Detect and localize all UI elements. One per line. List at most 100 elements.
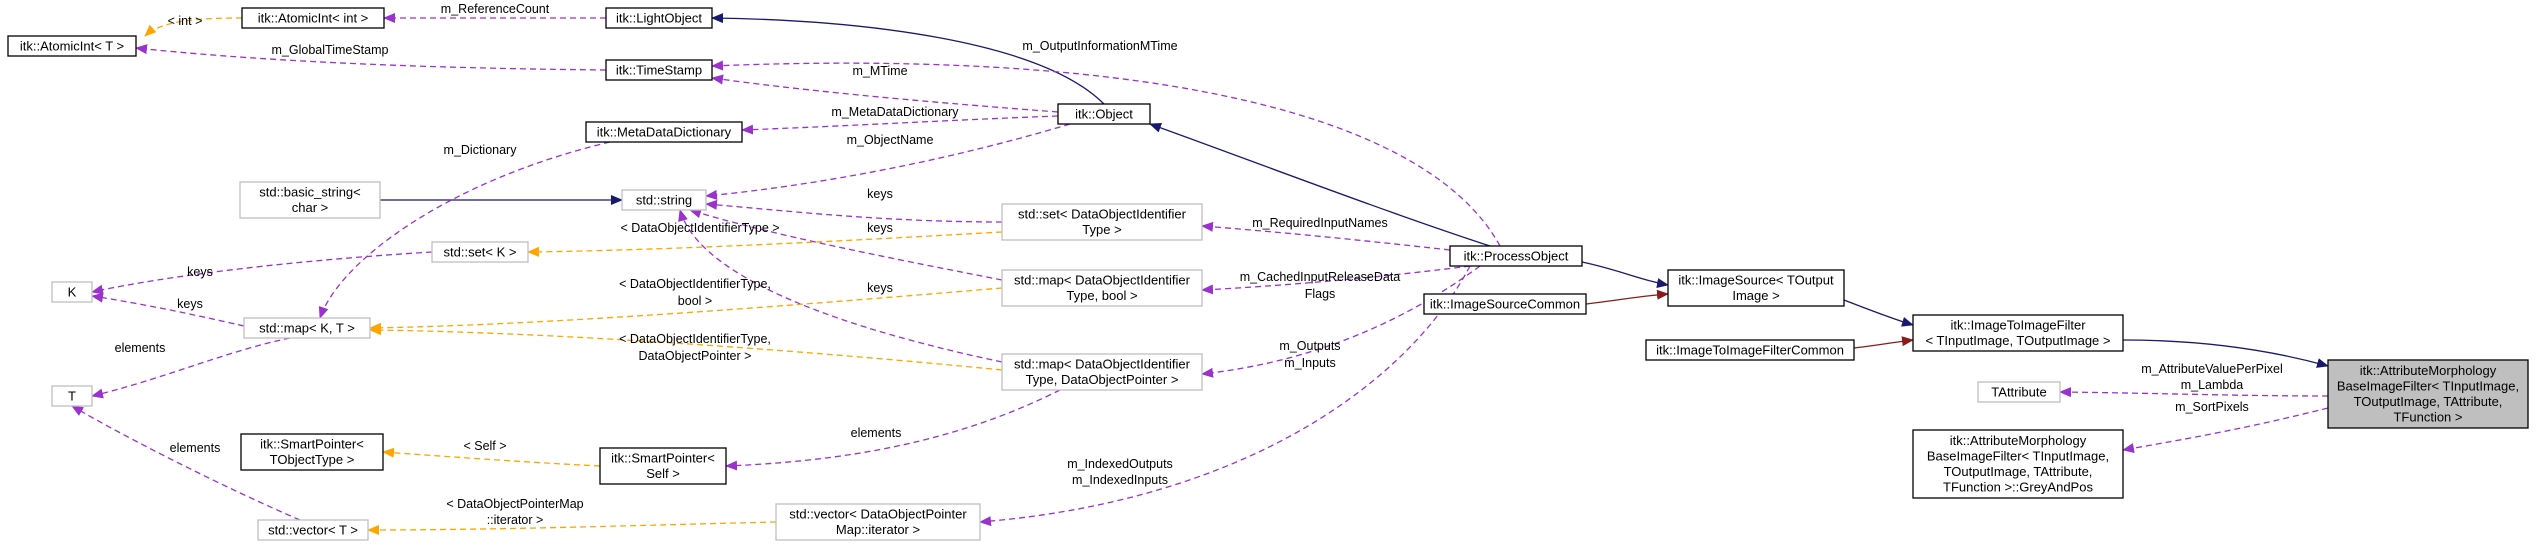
edge-line xyxy=(979,265,1471,527)
edge-str-obj: m_ObjectName xyxy=(705,123,1071,200)
edge-line xyxy=(1585,289,1669,305)
node-object[interactable]: itk::Object xyxy=(1057,103,1151,125)
edge-vec-vecdop: < DataObjectPointerMap::iterator > xyxy=(367,497,777,535)
node-map-KT[interactable]: std::map< K, T > xyxy=(243,317,371,339)
edge-label: m_OutputInformationMTime xyxy=(1022,39,1177,53)
node-tattribute[interactable]: TAttribute xyxy=(1977,381,2061,403)
node-box xyxy=(240,433,384,471)
node-label: itk::LightObject xyxy=(616,10,702,25)
node-vector-dop[interactable]: std::vector< DataObjectPointerMap::itera… xyxy=(775,503,981,541)
edge-label: elements xyxy=(851,426,902,440)
edge-label: m_Inputs xyxy=(1284,356,1335,370)
node-box xyxy=(243,317,371,339)
edge-obj-po xyxy=(1149,123,1491,247)
edge-T-map: elements xyxy=(91,337,291,399)
edge-label: m_AttributeValuePerPixel xyxy=(2141,362,2283,376)
node-label: itk::AtomicInt< T > xyxy=(20,38,124,53)
node-K[interactable]: K xyxy=(51,281,93,303)
node-box xyxy=(7,35,137,57)
node-box xyxy=(51,385,93,407)
node-box xyxy=(257,519,369,541)
node-label: itk::ImageSourceCommon xyxy=(1430,296,1580,311)
edge-line xyxy=(2059,387,2329,398)
node-lightobject[interactable]: itk::LightObject xyxy=(605,7,713,29)
edge-T-vec: elements xyxy=(71,405,301,521)
edge-label: m_CachedInputReleaseData xyxy=(1240,270,1401,284)
node-string[interactable]: std::string xyxy=(621,189,707,211)
edge-line xyxy=(369,325,1003,371)
edge-line xyxy=(527,231,1003,257)
node-atomicint-int[interactable]: itk::AtomicInt< int > xyxy=(241,7,385,29)
node-label: itk::ImageToImageFilterCommon xyxy=(1656,342,1844,357)
node-smartpointer-tobj[interactable]: itk::SmartPointer<TObjectType > xyxy=(240,433,384,471)
node-box xyxy=(1912,429,2124,499)
edge-line xyxy=(1201,221,1451,251)
node-label: Type, DataObjectPointer > xyxy=(1026,372,1179,387)
node-label: T xyxy=(68,388,76,403)
node-box xyxy=(2327,359,2529,429)
edge-label: m_MetaDataDictionary xyxy=(831,105,959,119)
edge-is-itif xyxy=(1843,299,1914,327)
edge-label: < DataObjectIdentifierType > xyxy=(620,221,779,235)
edge-gp-focus: m_SortPixels xyxy=(2122,400,2329,454)
node-imagesourcecommon[interactable]: itk::ImageSourceCommon xyxy=(1423,293,1587,315)
node-label: TObjectType > xyxy=(270,452,355,467)
edge-label: m_ReferenceCount xyxy=(441,2,550,16)
edge-isc-is xyxy=(1585,289,1669,305)
node-label: itk::ImageSource< TOutput xyxy=(1678,273,1834,288)
node-box xyxy=(599,447,727,485)
edge-label: bool > xyxy=(678,294,712,308)
edge-label: m_MTime xyxy=(852,64,907,78)
node-box xyxy=(621,189,707,211)
edge-line xyxy=(135,44,607,71)
node-focus[interactable]: itk::AttributeMorphologyBaseImageFilter<… xyxy=(2327,359,2529,429)
node-box xyxy=(605,59,713,81)
node-label: Map::iterator > xyxy=(836,522,920,537)
node-atomicint-T[interactable]: itk::AtomicInt< T > xyxy=(7,35,137,57)
node-box xyxy=(1912,314,2124,352)
edge-ts-obj: m_MTime xyxy=(711,64,1059,113)
edge-label: m_SortPixels xyxy=(2175,400,2249,414)
node-set-doi[interactable]: std::set< DataObjectIdentifierType > xyxy=(1001,203,1203,241)
node-label: < TInputImage, TOutputImage > xyxy=(1925,333,2110,348)
node-processobject[interactable]: itk::ProcessObject xyxy=(1449,245,1583,267)
node-label: itk::Object xyxy=(1075,106,1133,121)
node-box xyxy=(431,241,529,263)
node-T[interactable]: T xyxy=(51,385,93,407)
edge-line xyxy=(144,17,243,37)
node-timestamp[interactable]: itk::TimeStamp xyxy=(605,59,713,81)
node-imagesource[interactable]: itk::ImageSource< TOutputImage > xyxy=(1667,269,1845,307)
node-label: itk::AtomicInt< int > xyxy=(258,10,369,25)
node-label: std::map< K, T > xyxy=(259,320,355,335)
edge-po-is xyxy=(1581,261,1669,288)
edge-ai-int: < int > xyxy=(144,14,243,37)
node-basic-string[interactable]: std::basic_string<char > xyxy=(239,181,381,219)
node-label: itk::ProcessObject xyxy=(1464,248,1569,263)
node-imagetoimagefiltercommon[interactable]: itk::ImageToImageFilterCommon xyxy=(1645,339,1855,361)
node-map-doi-dop[interactable]: std::map< DataObjectIdentifierType, Data… xyxy=(1001,353,1203,391)
edge-label: keys xyxy=(867,281,893,295)
node-box xyxy=(1449,245,1583,267)
node-box xyxy=(239,181,381,219)
node-vector-T[interactable]: std::vector< T > xyxy=(257,519,369,541)
edge-str-mapb: keys xyxy=(689,208,1003,281)
edge-map-mapb: < DataObjectIdentifierType,bool > xyxy=(369,277,1003,333)
node-label: Self > xyxy=(646,466,680,481)
edge-str-mapd: keys xyxy=(678,209,1003,363)
node-map-doi-bool[interactable]: std::map< DataObjectIdentifierType, bool… xyxy=(1001,269,1203,307)
node-label: std::basic_string< xyxy=(259,185,361,200)
node-set-K[interactable]: std::set< K > xyxy=(431,241,529,263)
edge-map-mdd: m_Dictionary xyxy=(318,141,611,319)
edge-line xyxy=(705,123,1071,200)
node-imagetoimagefilter[interactable]: itk::ImageToImageFilter< TInputImage, TO… xyxy=(1912,314,2124,352)
node-greyandpos[interactable]: itk::AttributeMorphologyBaseImageFilter<… xyxy=(1912,429,2124,499)
node-label: char > xyxy=(292,200,329,215)
node-label: itk::AttributeMorphology xyxy=(1950,433,2087,448)
node-metadatadictionary[interactable]: itk::MetaDataDictionary xyxy=(585,121,743,143)
node-smartpointer-self[interactable]: itk::SmartPointer<Self > xyxy=(599,447,727,485)
